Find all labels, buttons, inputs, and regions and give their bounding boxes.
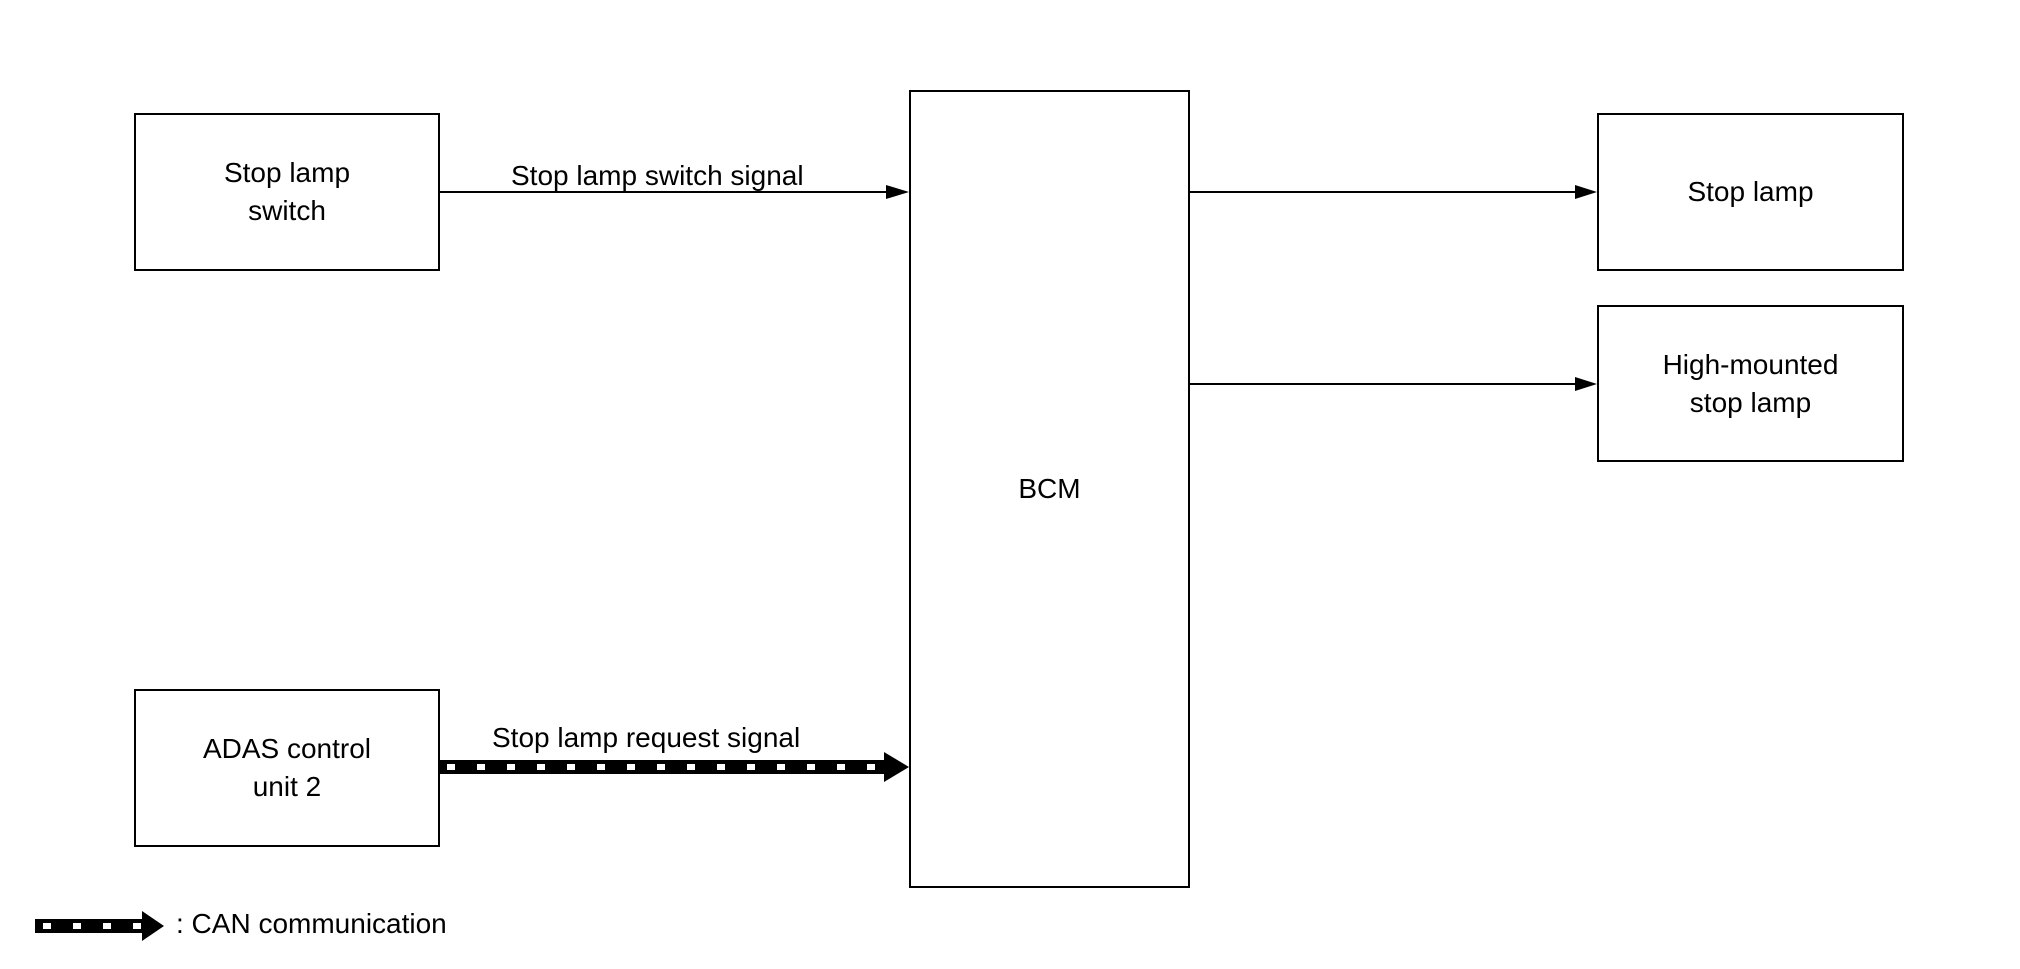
high-mounted-stop-lamp-block: High-mounted stop lamp (1597, 305, 1904, 462)
high-mounted-arrow (1190, 377, 1597, 391)
can-legend-label: : CAN communication (176, 908, 447, 939)
adas-control-unit-block: ADAS control unit 2 (134, 689, 440, 847)
high-mounted-label: High-mounted stop lamp (1662, 348, 1839, 418)
request-signal-label: Stop lamp request signal (492, 722, 801, 753)
can-request-arrow (439, 752, 909, 782)
stop-lamp-switch-label: Stop lamp switch (223, 157, 351, 226)
stop-lamp-arrow (1190, 185, 1597, 199)
stop-lamp-label: Stop lamp (1687, 176, 1814, 207)
adas-label: ADAS control unit 2 (202, 733, 372, 802)
bcm-block: BCM (909, 90, 1190, 888)
switch-signal-arrow (439, 185, 909, 199)
stop-lamp-switch-block: Stop lamp switch (134, 113, 440, 271)
can-legend-arrow-icon (35, 911, 164, 941)
bcm-label: BCM (1018, 473, 1081, 504)
stop-lamp-block: Stop lamp (1597, 113, 1904, 271)
switch-signal-label: Stop lamp switch signal (511, 160, 804, 191)
